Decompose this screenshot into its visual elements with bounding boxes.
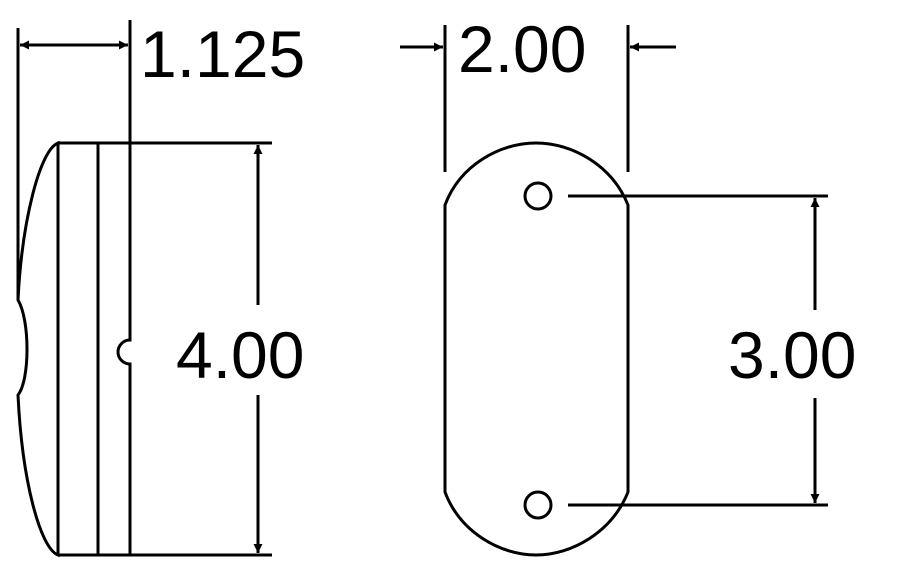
hole-spacing-label: 3.00 xyxy=(728,318,856,392)
side-view: 1.125 4.00 xyxy=(16,17,305,558)
mounting-plate-outline xyxy=(443,141,630,557)
side-profile xyxy=(16,140,60,558)
height-label: 4.00 xyxy=(176,318,304,392)
depth-label: 1.125 xyxy=(140,17,305,91)
width-label: 2.00 xyxy=(458,12,586,86)
mount-line xyxy=(116,20,132,555)
mounting-hole-top xyxy=(523,181,553,211)
back-view: 2.00 3.00 xyxy=(400,12,856,557)
mounting-hole-bottom xyxy=(523,490,553,520)
